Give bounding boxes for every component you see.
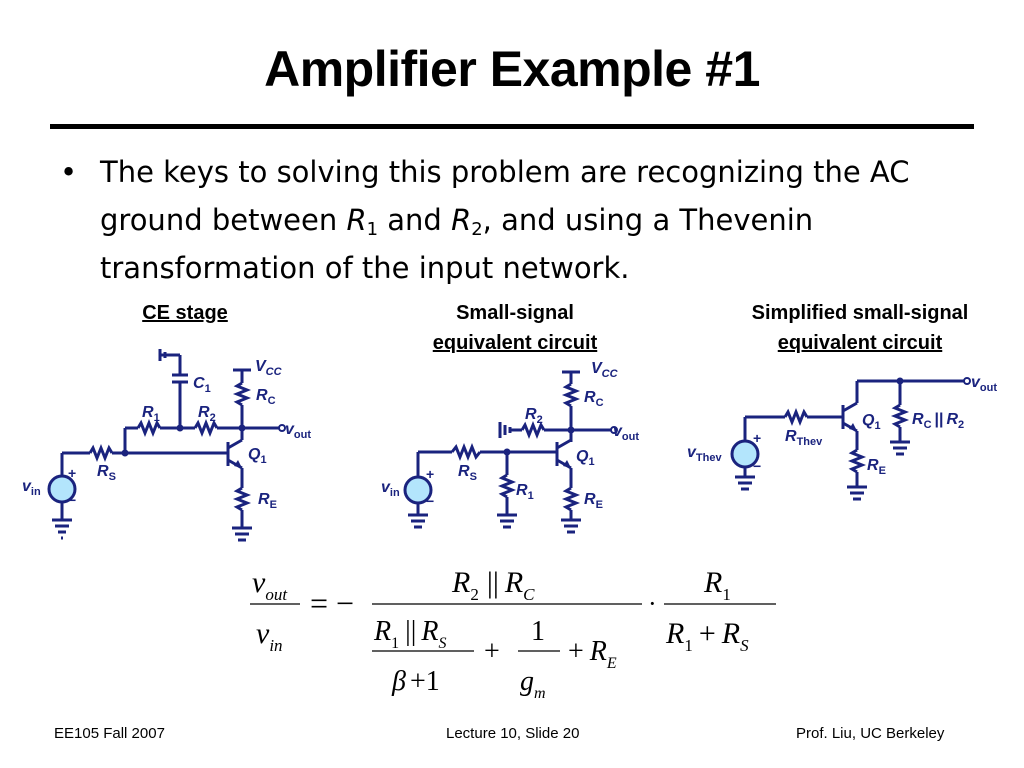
label-rc: RC bbox=[256, 387, 276, 407]
eq-r1-plus-rs: R1+RS bbox=[665, 617, 749, 655]
eq-dot: · bbox=[648, 589, 657, 618]
small-signal-circuit: VCC RC R2 vout Q1 RS R1 RE vin + − bbox=[381, 360, 639, 534]
label-re: RE bbox=[867, 457, 886, 477]
eq-plus: + bbox=[484, 636, 500, 667]
label-rthev: RThev bbox=[785, 428, 823, 448]
eq-gm: gm bbox=[520, 666, 546, 702]
minus-sign: − bbox=[426, 493, 434, 509]
eq-numerator: R2||RC bbox=[451, 566, 535, 604]
label-q1: Q1 bbox=[248, 446, 267, 466]
label-c1: C1 bbox=[193, 375, 211, 395]
label-vout: vout bbox=[613, 423, 639, 443]
plus-sign: + bbox=[426, 466, 434, 482]
label-vcc: VCC bbox=[591, 360, 619, 380]
label-r1: R1 bbox=[142, 404, 160, 424]
simplified-circuit: vout Q1 RC||R2 RThev RE vThev + − bbox=[687, 374, 997, 501]
eq-one: 1 bbox=[531, 616, 545, 647]
caption-ce-stage: CE stage bbox=[142, 302, 228, 324]
label-q1: Q1 bbox=[862, 412, 881, 432]
eq-vout: vout bbox=[252, 566, 288, 604]
footer-course: EE105 Fall 2007 bbox=[54, 725, 165, 742]
label-rs: RS bbox=[97, 463, 116, 483]
caption-simplified: Simplified small-signal equivalent circu… bbox=[751, 302, 969, 354]
footer-slide-number: Lecture 10, Slide 20 bbox=[446, 725, 580, 742]
bullet-text: The keys to solving this problem are rec… bbox=[100, 155, 910, 285]
label-r1: R1 bbox=[516, 482, 534, 502]
label-vcc: VCC bbox=[255, 358, 283, 378]
eq-r1-par-rs: R1||RS bbox=[373, 616, 446, 652]
eq-plus-re: +RE bbox=[568, 636, 617, 672]
minus-sign: − bbox=[68, 492, 76, 508]
label-rs: RS bbox=[458, 463, 477, 483]
label-re: RE bbox=[258, 491, 277, 511]
eq-beta-plus-one: β+1 bbox=[391, 666, 440, 697]
label-re: RE bbox=[584, 491, 603, 511]
gain-equation: vout vin = − R2||RC R1||RS β+1 + 1 gm +R… bbox=[250, 566, 776, 702]
plus-sign: + bbox=[68, 465, 76, 481]
label-vthev: vThev bbox=[687, 444, 722, 464]
ac-source-icon bbox=[403, 475, 433, 505]
ac-source-icon bbox=[47, 474, 77, 504]
label-q1: Q1 bbox=[576, 448, 595, 468]
ce-stage-circuit: C1 R1 R2 VCC RC vout Q1 RS RE vin + − bbox=[22, 349, 311, 542]
label-vin: vin bbox=[22, 478, 41, 498]
title-rule bbox=[50, 124, 974, 129]
label-r2: R2 bbox=[198, 404, 216, 424]
label-rc: RC bbox=[584, 389, 604, 409]
minus-sign: − bbox=[753, 458, 761, 474]
caption-small-signal: Small-signal equivalent circuit bbox=[432, 302, 598, 354]
label-vout: vout bbox=[971, 374, 997, 394]
label-vout: vout bbox=[285, 421, 311, 441]
bullet-dot: • bbox=[60, 155, 78, 189]
eq-equals-minus: = − bbox=[310, 585, 354, 621]
label-rc-parallel-r2: RC||R2 bbox=[912, 411, 964, 431]
eq-vin: vin bbox=[256, 617, 283, 655]
label-vin: vin bbox=[381, 479, 400, 499]
slide-title: Amplifier Example #1 bbox=[264, 41, 760, 97]
plus-sign: + bbox=[753, 430, 761, 446]
label-r2: R2 bbox=[525, 406, 543, 426]
footer-author: Prof. Liu, UC Berkeley bbox=[796, 725, 945, 742]
ac-source-icon bbox=[730, 439, 760, 469]
eq-r1: R1 bbox=[703, 566, 731, 604]
